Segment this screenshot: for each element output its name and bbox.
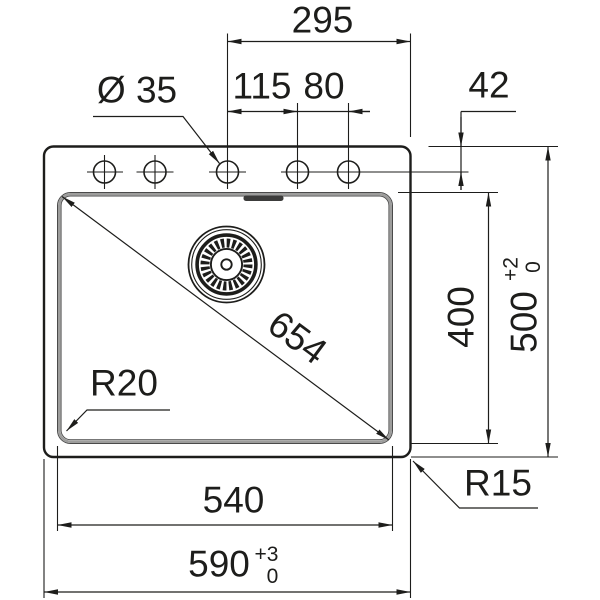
dimension-115-80: 115 80 — [227, 66, 370, 189]
dim-400-value: 400 — [441, 286, 482, 348]
dimension-400: 400 — [398, 191, 498, 445]
dimension-500: 500 +2 0 — [411, 146, 558, 458]
dim-540-value: 540 — [203, 480, 265, 521]
dimension-540: 540 — [56, 446, 394, 531]
dim-654-value: 654 — [260, 303, 334, 373]
dim-500-value: 500 — [504, 291, 545, 353]
dim-42-value: 42 — [468, 65, 509, 106]
radius-label-r15: R15 — [412, 460, 538, 509]
faucet-hole — [87, 155, 123, 189]
overflow-slot — [243, 195, 284, 201]
dimension-590: 590 +3 0 — [43, 459, 412, 598]
dimension-diameter-35: Ø 35 — [93, 70, 220, 164]
dim-590-value: 590 — [188, 544, 250, 585]
dim-500-tol-upper: +2 — [500, 257, 523, 281]
dim-80-value: 80 — [303, 66, 344, 107]
dim-295-value: 295 — [292, 0, 354, 41]
dim-r20-value: R20 — [90, 363, 158, 404]
dim-590-tol-lower: 0 — [267, 565, 279, 588]
drain-strainer — [187, 225, 266, 304]
dim-115-value: 115 — [233, 66, 292, 107]
dim-590-tol-upper: +3 — [255, 543, 279, 566]
dimension-295: 295 — [226, 0, 412, 189]
radius-label-r20: R20 — [66, 363, 170, 432]
dim-r15-value: R15 — [464, 463, 532, 504]
dimension-42: 42 — [428, 65, 558, 190]
dim-diameter-value: Ø 35 — [97, 70, 177, 111]
faucet-hole — [136, 155, 174, 189]
dim-500-tol-lower: 0 — [522, 261, 545, 273]
